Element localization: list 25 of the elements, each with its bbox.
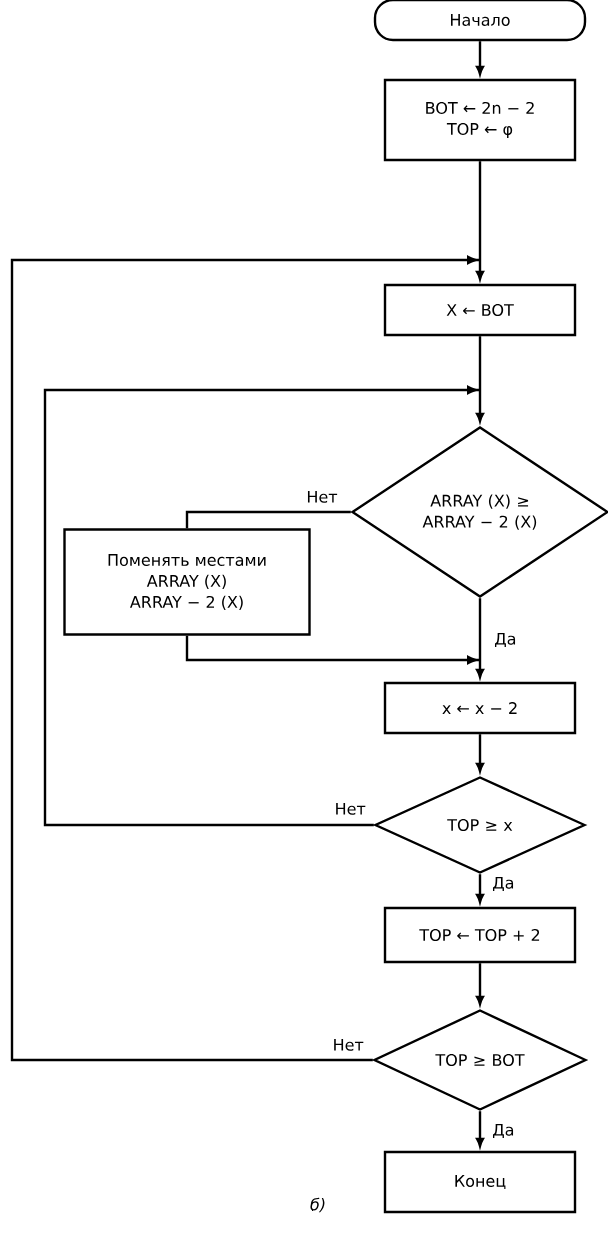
arrow [475, 874, 485, 904]
arrow [10, 255, 480, 1062]
arrow [185, 635, 480, 665]
arrow [475, 963, 485, 1006]
terminal-box: Конец [383, 1150, 577, 1214]
edge-label: Нет [331, 1037, 365, 1052]
arrow [475, 734, 485, 773]
edge-label: Да [491, 1122, 516, 1140]
process-box: X ← BOT [383, 283, 577, 337]
edge-label: Нет [333, 801, 367, 816]
edge-label: Нет [305, 489, 339, 504]
figure-label: б) [310, 1197, 325, 1213]
process-box: BOT ← 2n − 2 TOP ← φ [383, 78, 577, 162]
arrow [475, 598, 485, 679]
process-box: x ← x − 2 [383, 681, 577, 735]
arrow [475, 1111, 485, 1148]
terminal-box: Начало [373, 0, 587, 42]
process-box: Поменять местами ARRAY (X) ARRAY − 2 (X) [63, 528, 311, 636]
arrow [475, 336, 485, 423]
arrow [475, 161, 485, 281]
process-box: TOP ← TOP + 2 [383, 906, 577, 964]
arrow [475, 41, 485, 76]
edge-label: Да [493, 631, 518, 649]
arrow [43, 385, 480, 827]
edge-label: Да [491, 875, 516, 893]
